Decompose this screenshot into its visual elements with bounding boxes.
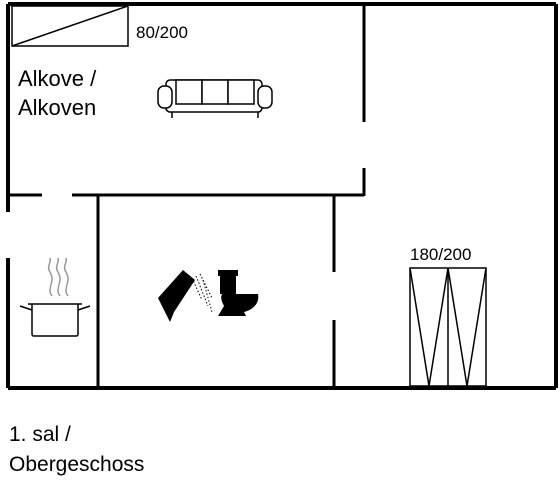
double-bed-size-label: 180/200: [410, 245, 472, 264]
double-bed-icon: [409, 267, 487, 387]
small-bed-size-label: 80/200: [136, 23, 188, 42]
alcove-label-line1: Alkove /: [18, 66, 97, 91]
floor-name-label: 1. sal / Obergeschoss: [9, 420, 144, 480]
floor-label-line1: 1. sal /: [9, 423, 71, 446]
sofa-icon: [157, 79, 273, 118]
floor-label-line2: Obergeschoss: [9, 453, 145, 476]
alcove-room-label: Alkove / Alkoven: [18, 64, 96, 122]
shower-icon: [158, 270, 213, 322]
alcove-label-line2: Alkoven: [18, 95, 97, 120]
single-bed-icon: [11, 5, 129, 47]
toilet-icon: [218, 270, 259, 316]
pot-icon: [19, 257, 91, 337]
interior-walls: [8, 4, 366, 388]
